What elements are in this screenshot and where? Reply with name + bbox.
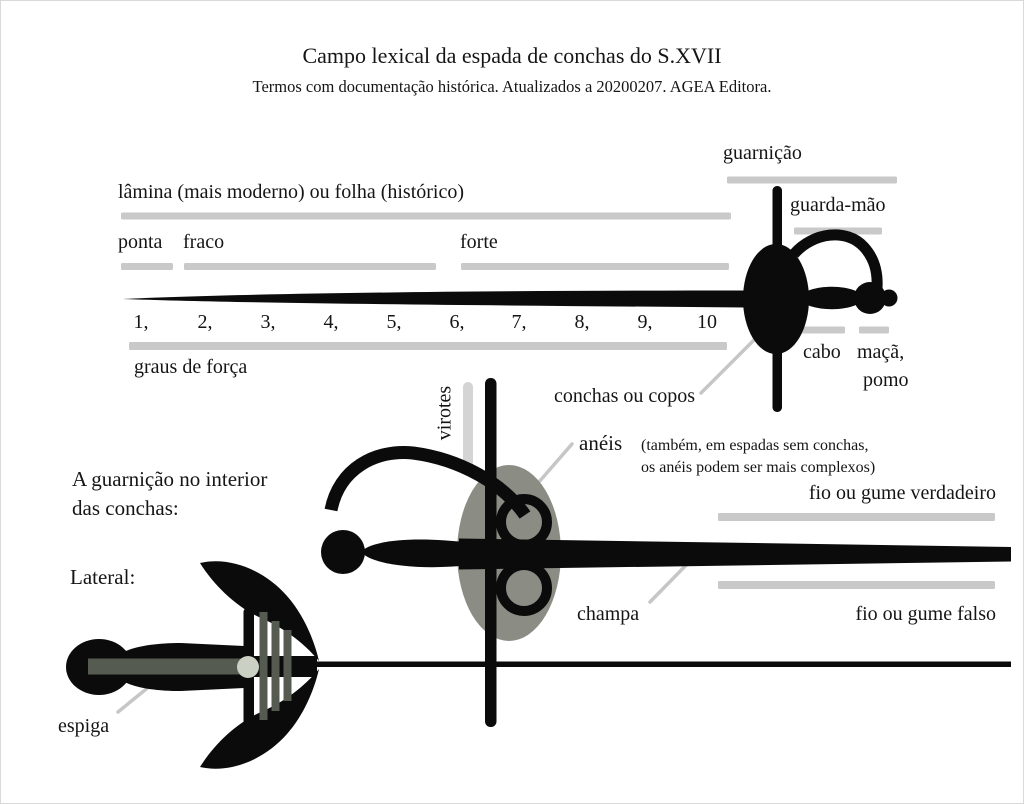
lateral-virotes-stripes (259, 612, 292, 720)
degree-9: 9, (637, 311, 653, 333)
lateral-blade-line (314, 661, 1011, 667)
degree-7: 7, (511, 311, 527, 333)
top-sword-knuckle-guard-arc (789, 229, 883, 289)
aneis-note-line1: (também, em espadas sem conchas, (641, 437, 869, 454)
interior-ink-parts (321, 378, 1011, 727)
guarnicao-underline-bar (727, 176, 897, 184)
top-sword-pommel-button (880, 289, 898, 307)
degree-8: 8, (574, 311, 590, 333)
aneis-label: anéis (579, 431, 623, 455)
interior-grip (361, 539, 471, 568)
top-sword (123, 186, 898, 412)
ponta-underline-bar (121, 263, 173, 270)
guarnicao-label: guarnição (723, 142, 802, 164)
lamina-label: lâmina (mais moderno) ou folha (históric… (118, 181, 465, 203)
degree-2: 2, (197, 311, 213, 333)
degree-10: 10 (697, 311, 717, 333)
fraco-underline-bar (184, 263, 436, 270)
maca-overline-bar (859, 326, 889, 334)
lamina-underline-bar (121, 212, 731, 220)
page-title: Campo lexical da espada de conchas do S.… (302, 43, 722, 68)
forte-label: forte (460, 231, 498, 253)
top-sword-pommel (854, 282, 886, 314)
fio-verdadeiro-underline-bar (718, 513, 995, 521)
fio-falso-overline-bar (718, 581, 995, 589)
lateral-heading: Lateral: (70, 565, 136, 589)
interior-sword (321, 378, 1011, 727)
top-sword-shell-guard (743, 244, 809, 354)
lateral-tang-button (237, 656, 259, 678)
forte-underline-bar (461, 263, 729, 270)
virotes-pointer-bar (463, 382, 473, 470)
degree-1: 1, (133, 311, 149, 333)
conchas-ou-copos-label: conchas ou copos (554, 385, 696, 407)
fraco-label: fraco (183, 231, 225, 253)
underline-bars (121, 176, 995, 589)
pomo-label: pomo (863, 369, 909, 391)
conchas-leader-line (699, 328, 766, 395)
espiga-label: espiga (58, 715, 110, 737)
ponta-label: ponta (118, 231, 163, 253)
lateral-sword (66, 561, 1011, 769)
graus-de-forca-underline-bar (129, 342, 727, 350)
fio-verdadeiro-label: fio ou gume verdadeiro (808, 482, 996, 504)
top-sword-blade (123, 290, 745, 308)
cabo-label: cabo (803, 341, 841, 363)
degree-3: 3, (260, 311, 276, 333)
lateral-virote-stripe (283, 630, 292, 701)
interior-blade (459, 538, 1011, 570)
lateral-virote-stripe (271, 621, 280, 711)
interior-pommel (321, 530, 365, 574)
degree-4: 4, (323, 311, 339, 333)
fio-falso-label: fio ou gume falso (855, 603, 996, 625)
lateral-shell-upper-crescent (200, 561, 319, 661)
interior-heading-line1: A guarnição no interior (72, 467, 268, 491)
graus-de-forca-label: graus de força (134, 356, 248, 378)
lateral-tang (88, 658, 241, 675)
aneis-note-line2: os anéis podem ser mais complexos) (641, 459, 876, 476)
page-subtitle: Termos com documentação histórica. Atual… (252, 77, 772, 96)
interior-knuckle-guard-arc (324, 446, 531, 519)
champa-label: champa (577, 603, 640, 625)
top-sword-grip (798, 286, 859, 310)
maca-label: maçã, (857, 341, 905, 363)
degree-6: 6, (449, 311, 465, 333)
interior-heading-line2: das conchas: (72, 496, 179, 520)
lateral-virote-stripe (259, 612, 268, 720)
degree-5: 5, (386, 311, 402, 333)
virotes-label: virotes (433, 385, 456, 441)
guarda-mao-label: guarda-mão (790, 194, 886, 216)
cabo-overline-bar (801, 326, 845, 334)
interior-crossguard-bar (485, 378, 497, 727)
